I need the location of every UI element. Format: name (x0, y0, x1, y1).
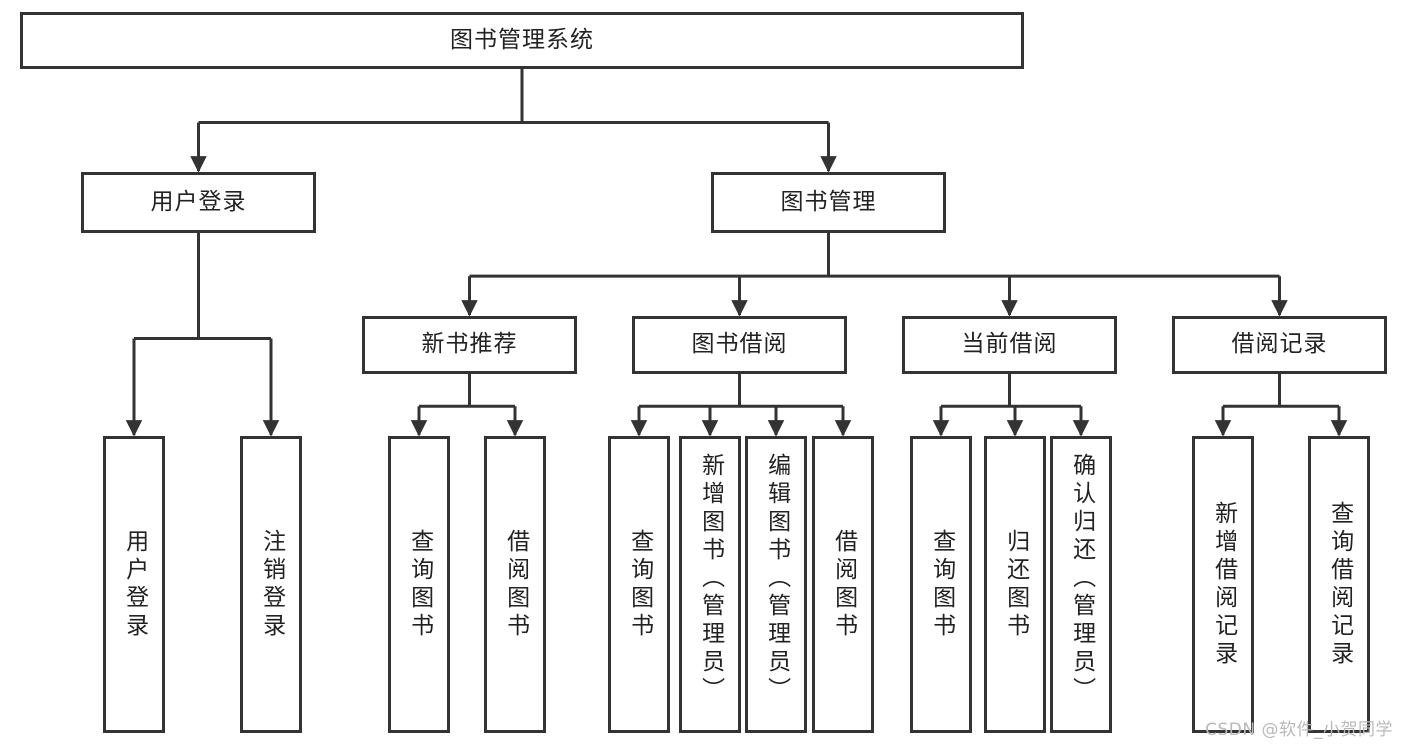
node-label-book-manage: 图书管理 (780, 188, 877, 215)
node-label-leaf-borrow-book-2: 借阅图书 (830, 528, 857, 641)
node-leaf-add-book[interactable]: 新增图书（管理员） (679, 436, 741, 733)
node-leaf-query-record[interactable]: 查询借阅记录 (1308, 436, 1370, 733)
node-root[interactable]: 图书管理系统 (20, 12, 1024, 69)
watermark-text: CSDN @软件_小贺同学 (1205, 720, 1393, 740)
node-label-leaf-query-book-1: 查询图书 (406, 528, 433, 641)
node-label-leaf-confirm-return: 确认归还（管理员） (1068, 453, 1095, 705)
node-new-book-recommend[interactable]: 新书推荐 (362, 316, 577, 374)
node-label-leaf-query-book-2: 查询图书 (626, 528, 653, 641)
node-label-user-login: 用户登录 (150, 188, 247, 215)
node-leaf-return-book[interactable]: 归还图书 (984, 436, 1046, 733)
node-label-leaf-add-book: 新增图书（管理员） (697, 453, 724, 705)
node-leaf-confirm-return[interactable]: 确认归还（管理员） (1050, 436, 1112, 733)
node-user-login[interactable]: 用户登录 (81, 172, 316, 233)
node-label-leaf-borrow-book-1: 借阅图书 (502, 528, 529, 641)
node-leaf-logout[interactable]: 注销登录 (240, 436, 302, 733)
node-label-leaf-return-book: 归还图书 (1002, 528, 1029, 641)
node-leaf-edit-book[interactable]: 编辑图书（管理员） (745, 436, 807, 733)
node-label-leaf-query-book-3: 查询图书 (928, 528, 955, 641)
node-leaf-borrow-book-2[interactable]: 借阅图书 (812, 436, 874, 733)
node-leaf-user-login[interactable]: 用户登录 (103, 436, 165, 733)
node-label-borrow-record: 借阅记录 (1231, 331, 1328, 358)
node-label-new-book-recommend: 新书推荐 (421, 331, 518, 358)
node-leaf-add-record[interactable]: 新增借阅记录 (1192, 436, 1254, 733)
node-label-book-borrow: 图书借阅 (691, 331, 788, 358)
node-leaf-borrow-book-1[interactable]: 借阅图书 (484, 436, 546, 733)
node-label-leaf-user-login: 用户登录 (121, 528, 148, 641)
node-borrow-record[interactable]: 借阅记录 (1172, 316, 1387, 374)
node-leaf-query-book-2[interactable]: 查询图书 (608, 436, 670, 733)
node-label-current-borrow: 当前借阅 (961, 331, 1058, 358)
node-current-borrow[interactable]: 当前借阅 (902, 316, 1117, 374)
node-leaf-query-book-3[interactable]: 查询图书 (910, 436, 972, 733)
node-label-leaf-add-record: 新增借阅记录 (1210, 500, 1237, 669)
node-label-root: 图书管理系统 (450, 26, 594, 53)
node-label-leaf-logout: 注销登录 (258, 528, 285, 641)
node-label-leaf-edit-book: 编辑图书（管理员） (763, 453, 790, 705)
node-label-leaf-query-record: 查询借阅记录 (1326, 500, 1353, 669)
node-book-manage[interactable]: 图书管理 (711, 172, 946, 233)
node-leaf-query-book-1[interactable]: 查询图书 (388, 436, 450, 733)
node-book-borrow[interactable]: 图书借阅 (632, 316, 847, 374)
